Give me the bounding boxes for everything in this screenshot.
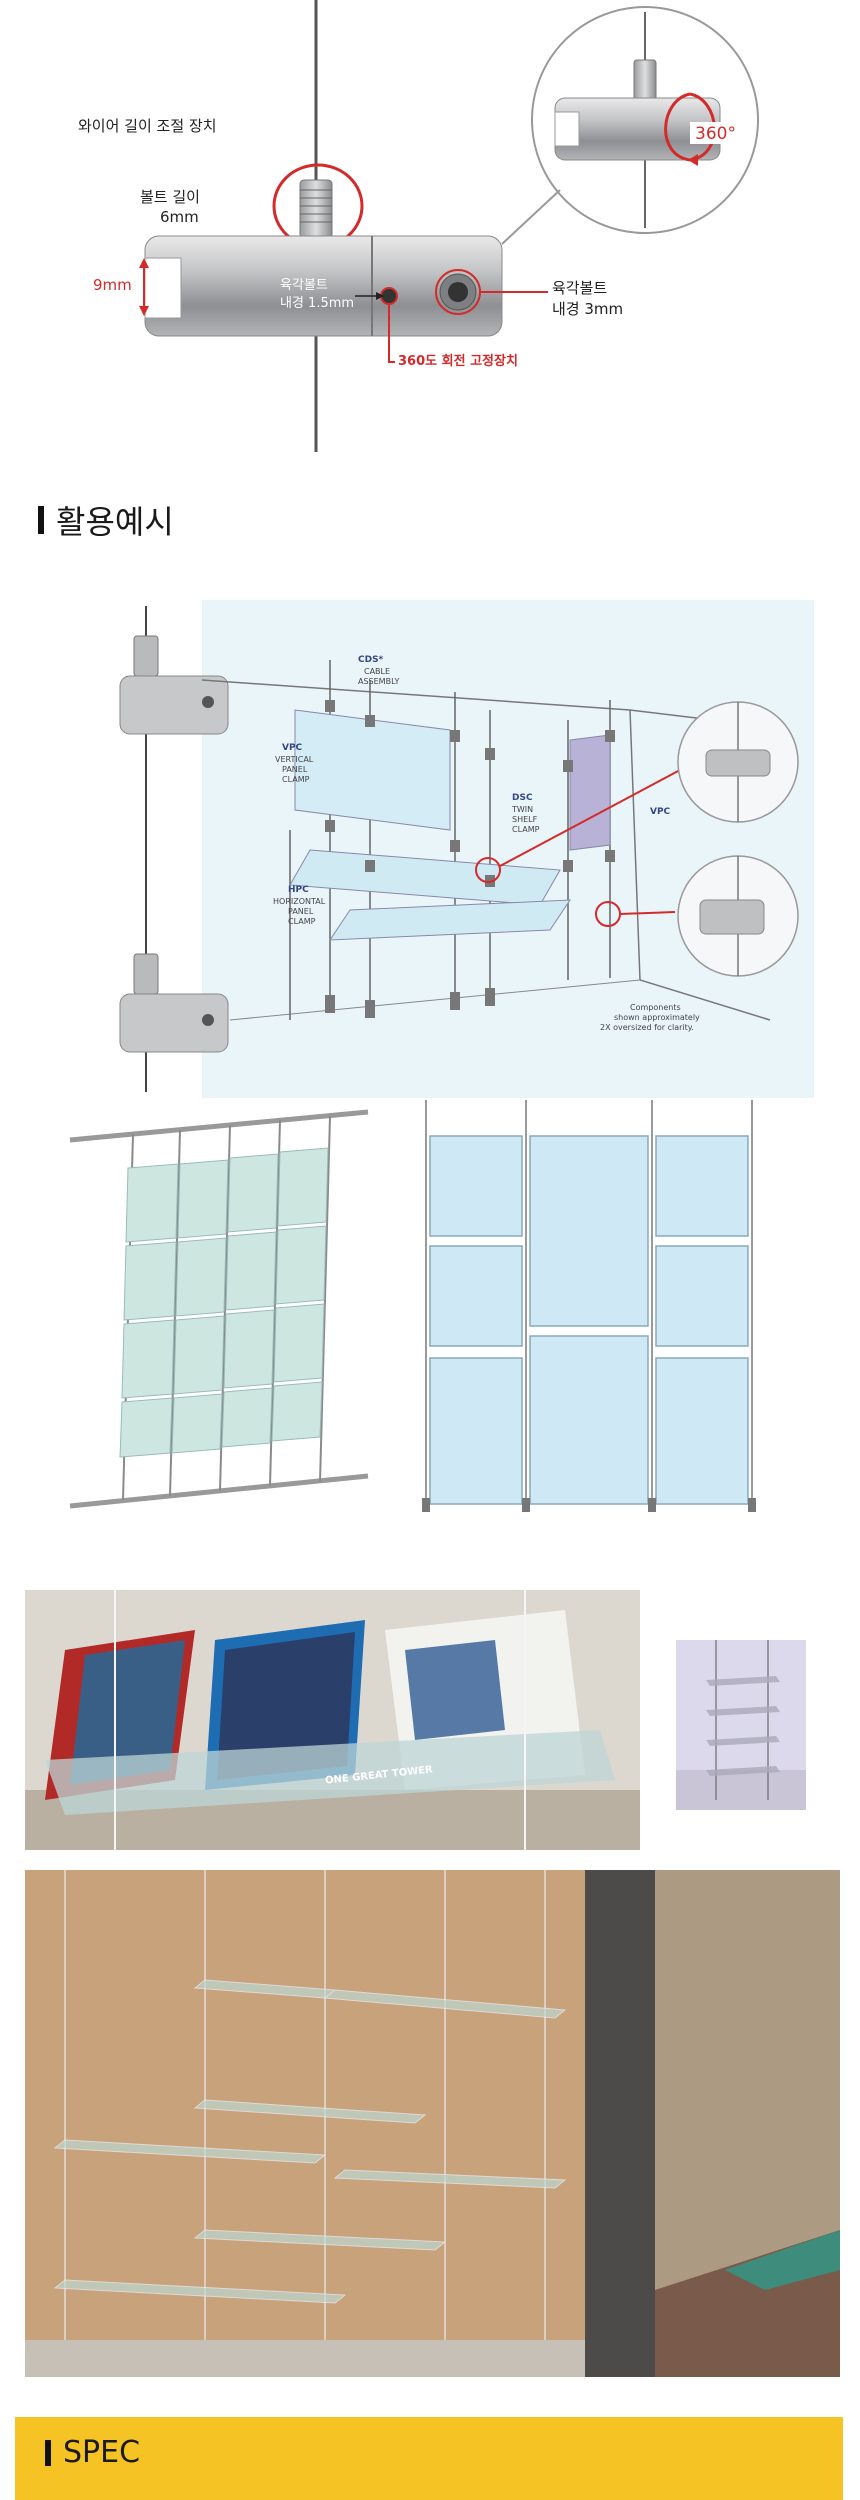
rotation-lock-label: 360도 회전 고정장치	[398, 354, 518, 369]
vpc-sub-3: CLAMP	[282, 775, 310, 784]
bolt-length-value: 6mm	[160, 208, 199, 226]
hex-bolt-small-label: 육각볼트	[280, 278, 328, 293]
brochure-shelf-photo: ONE GREAT TOWER	[25, 1590, 640, 1850]
spec-section-header: SPEC	[15, 2417, 843, 2500]
spec-title-text: SPEC	[63, 2435, 141, 2470]
title-bar-icon	[45, 2439, 51, 2466]
system-diagram: CDS* CABLE ASSEMBLY VPC VERTICAL PANEL C…	[70, 600, 799, 1098]
vpc-right-label: VPC	[650, 807, 671, 817]
panel-rail-illustration	[68, 1108, 378, 1513]
clamp-illustration	[139, 0, 759, 452]
hpc-sub-1: HORIZONTAL	[273, 897, 326, 906]
dsc-sub-3: CLAMP	[512, 825, 540, 834]
bolt-length-label: 볼트 길이	[140, 188, 200, 206]
vpc-sub-2: PANEL	[282, 765, 308, 774]
hex-bolt-small-value: 내경 1.5mm	[280, 296, 355, 311]
scale-note-3: 2X oversized for clarity.	[600, 1023, 694, 1032]
wire-adjust-label: 와이어 길이 조절 장치	[78, 117, 217, 135]
cds-sub-2: ASSEMBLY	[358, 677, 399, 686]
hpc-sub-3: CLAMP	[288, 917, 316, 926]
cds-label: CDS*	[358, 655, 384, 665]
wall-shelf-photo	[25, 1870, 840, 2377]
usage-section-title: 활용예시	[38, 497, 174, 543]
hex-bolt-large-label: 육각볼트	[552, 279, 608, 297]
title-bar-icon	[38, 506, 44, 534]
dsc-sub-1: TWIN	[511, 805, 533, 814]
vpc-sub-1: VERTICAL	[275, 755, 314, 764]
vpc-label: VPC	[282, 743, 303, 753]
hpc-sub-2: PANEL	[288, 907, 314, 916]
spec-title: SPEC	[45, 2435, 140, 2470]
small-shelf-photo	[676, 1640, 806, 1810]
cds-sub-1: CABLE	[364, 667, 390, 676]
hpc-label: HPC	[288, 885, 309, 895]
clamp-diagram: 와이어 길이 조절 장치 볼트 길이 6mm 9mm 육각볼트 내경 1.5mm…	[0, 0, 860, 480]
hanging-panel-illustration	[420, 1100, 760, 1520]
dsc-label: DSC	[512, 793, 533, 803]
dsc-sub-2: SHELF	[512, 815, 538, 824]
hex-bolt-large-value: 내경 3mm	[552, 300, 624, 318]
scale-note-2: shown approximately	[614, 1013, 700, 1022]
scale-note-1: Components	[630, 1003, 681, 1012]
system-diagram-panel: CDS* CABLE ASSEMBLY VPC VERTICAL PANEL C…	[70, 600, 814, 1098]
usage-title-text: 활용예시	[56, 503, 174, 541]
height-dimension-label: 9mm	[93, 276, 132, 294]
rotation-360-badge: 360°	[695, 124, 736, 144]
